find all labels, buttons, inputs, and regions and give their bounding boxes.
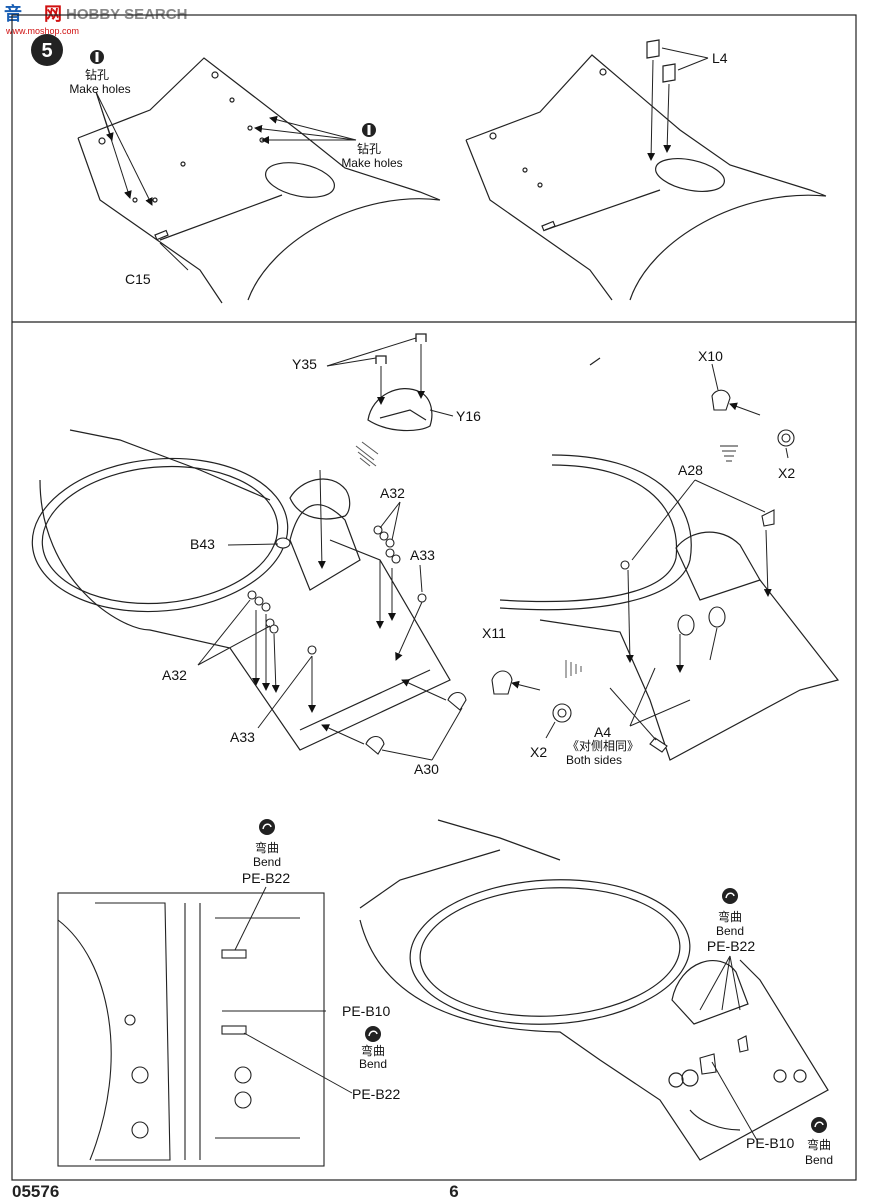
panel3-right-parts [699, 1035, 749, 1075]
label-a33-bottom: A33 [230, 729, 255, 745]
panel2-left-leaders [197, 469, 463, 761]
label-y16: Y16 [456, 408, 481, 424]
hatch-down-arrow-left [355, 441, 379, 467]
panel1-right-leaders [647, 47, 709, 161]
panel2-left-parts [247, 525, 467, 755]
panel2-left-hull [31, 429, 451, 751]
step-badge: 5 [31, 34, 63, 66]
make-holes-left-en: Make holes [69, 82, 130, 96]
page-number: 6 [449, 1182, 458, 1200]
label-l4: L4 [712, 50, 728, 66]
label-a4: A4 [594, 724, 611, 740]
part-y35-handles [375, 333, 427, 364]
label-a33-top: A33 [410, 547, 435, 563]
watermark-cn: 音 [4, 3, 22, 24]
label-x2-top: X2 [778, 465, 795, 481]
make-holes-left-cn: 钻孔 [85, 67, 109, 82]
panel3-right-hull [359, 819, 829, 1161]
label-c15: C15 [125, 271, 151, 287]
bend2-cn: 弯曲 [361, 1043, 385, 1058]
label-pe-b22-bottom: PE-B22 [352, 1086, 400, 1102]
bend-icon-3 [722, 888, 738, 904]
label-x2-bottom: X2 [530, 744, 547, 760]
kit-number: 05576 [12, 1182, 59, 1200]
label-y35: Y35 [292, 356, 317, 372]
panel2-right-hull [499, 357, 840, 761]
bend-icon-2 [365, 1026, 381, 1042]
drill-icon-right [362, 123, 376, 137]
panel3-left-leaders [234, 886, 353, 1094]
label-pe-b10-left: PE-B10 [342, 1003, 390, 1019]
panel1-left-hull [77, 57, 441, 304]
label-pe-b22-right: PE-B22 [707, 938, 755, 954]
bend2-en: Bend [359, 1057, 387, 1071]
bend4-en: Bend [805, 1153, 833, 1167]
label-a28: A28 [678, 462, 703, 478]
panel1-left-leaders [95, 91, 357, 271]
hatch-down-arrow-right [720, 445, 738, 462]
panel2-right-parts [491, 389, 795, 753]
watermark-url: www.moshop.com [5, 26, 79, 36]
bend1-cn: 弯曲 [255, 840, 279, 855]
panel3-right-leaders [699, 955, 759, 1143]
watermark-red: 网 [44, 4, 62, 24]
panel3-left-detail [57, 892, 325, 1167]
bend3-cn: 弯曲 [718, 909, 742, 924]
label-a32-top: A32 [380, 485, 405, 501]
part-l4-pieces [646, 39, 676, 83]
bend-icon-1 [259, 819, 275, 835]
label-x10: X10 [698, 348, 723, 364]
bend4-cn: 弯曲 [807, 1137, 831, 1152]
bend3-en: Bend [716, 924, 744, 938]
step-number: 5 [41, 40, 52, 62]
bend1-en: Bend [253, 855, 281, 869]
both-sides-cn: 《对侧相同》 [567, 739, 639, 753]
make-holes-right-cn: 钻孔 [357, 141, 381, 156]
panel1-right-hull [465, 54, 827, 301]
label-a30: A30 [414, 761, 439, 777]
make-holes-right-en: Make holes [341, 156, 402, 170]
hatch-right-arrow [565, 660, 582, 678]
drill-icon-left [90, 50, 104, 64]
label-b43: B43 [190, 536, 215, 552]
label-pe-b10-right: PE-B10 [746, 1135, 794, 1151]
label-pe-b22-top: PE-B22 [242, 870, 290, 886]
bend-icon-4 [811, 1117, 827, 1133]
label-a32-left: A32 [162, 667, 187, 683]
panel2-y-leaders [326, 337, 454, 417]
both-sides-en: Both sides [566, 753, 622, 767]
part-y16-cupola [367, 388, 433, 432]
label-x11: X11 [482, 625, 506, 641]
sheet-border [11, 14, 857, 1181]
watermark: 音 网 HOBBY SEARCH www.moshop.com [4, 3, 187, 36]
panel2-right-leaders [511, 363, 789, 741]
